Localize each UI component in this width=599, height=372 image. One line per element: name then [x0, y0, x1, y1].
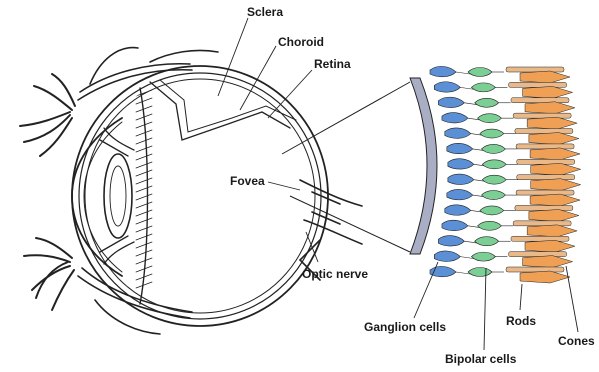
rod-cell: [506, 267, 564, 272]
lens-inner: [110, 166, 126, 226]
ganglion-cell: [445, 205, 471, 215]
bipolar-cell: [471, 252, 495, 261]
ganglion-cell: [445, 128, 471, 138]
rod-cell: [516, 144, 574, 149]
leader-rods: [520, 284, 522, 310]
cone-cell: [527, 225, 577, 237]
label-rods: Rods: [506, 314, 536, 328]
leader-choroid: [240, 46, 276, 110]
cone-cell: [530, 194, 580, 206]
label-cones: Cones: [558, 334, 595, 348]
bipolar-cell: [481, 191, 505, 200]
cone-cell: [530, 148, 580, 160]
ganglion-cell: [442, 113, 468, 123]
retina-outline: [85, 79, 315, 313]
ganglion-cell: [447, 189, 473, 199]
bipolar-cell: [482, 175, 506, 184]
cone-cell: [520, 271, 570, 283]
label-ganglion-cells: Ganglion cells: [364, 320, 446, 334]
bipolar-cell: [482, 160, 506, 169]
bipolar-cell: [481, 144, 505, 153]
bipolar-cell: [471, 83, 495, 92]
rod-cell: [517, 175, 575, 180]
ganglion-cell: [448, 159, 474, 169]
leader-cones: [566, 266, 578, 332]
cone-cell: [529, 133, 579, 145]
ganglion-cell: [438, 97, 464, 107]
label-retina: Retina: [314, 57, 351, 71]
cone-cell: [523, 86, 573, 98]
leader-fovea: [268, 182, 300, 190]
lens: [104, 154, 132, 238]
iris: [100, 128, 134, 264]
label-optic-nerve: Optic nerve: [302, 267, 368, 281]
rod-cell: [509, 252, 567, 257]
cone-cell: [520, 71, 570, 83]
cone-cell: [529, 209, 579, 221]
label-choroid: Choroid: [278, 35, 324, 49]
rod-cell: [511, 236, 569, 241]
label-fovea: Fovea: [230, 174, 265, 188]
cone-cell: [523, 256, 573, 268]
upper-eyelashes: [20, 74, 75, 156]
ganglion-cell: [430, 66, 456, 76]
bipolar-cell: [468, 268, 492, 277]
leader-retina: [268, 70, 312, 118]
leader-bipolar: [484, 268, 486, 350]
cone-cell: [531, 179, 581, 191]
bipolar-cell: [475, 237, 499, 246]
rod-cell: [513, 113, 571, 118]
ganglion-cell: [447, 143, 473, 153]
bipolar-cell: [478, 221, 502, 230]
leader-ganglion: [414, 262, 438, 318]
rod-cell: [516, 190, 574, 195]
ganglion-cell: [438, 236, 464, 246]
ganglion-cell: [434, 251, 460, 261]
rod-cell: [506, 67, 564, 72]
magnify-line-bottom: [290, 196, 410, 252]
rod-cell: [509, 82, 567, 87]
bipolar-cell: [475, 98, 499, 107]
rod-cell: [517, 159, 575, 164]
eye-section: [20, 48, 362, 334]
cone-cell: [531, 163, 581, 175]
rod-cell: [513, 221, 571, 226]
retina-band: [410, 78, 437, 254]
choroid-outline: [79, 73, 321, 319]
bipolar-cell: [480, 129, 504, 138]
label-sclera: Sclera: [247, 5, 283, 19]
retina-cell-layers: [430, 66, 581, 283]
bipolar-cell: [480, 206, 504, 215]
magnify-line-top: [282, 82, 410, 154]
cone-cell: [525, 240, 575, 252]
bipolar-cell: [478, 114, 502, 123]
bipolar-cell: [468, 68, 492, 77]
ganglion-cell: [434, 82, 460, 92]
label-bipolar-cells: Bipolar cells: [445, 352, 516, 366]
rod-cell: [515, 205, 573, 210]
ganglion-cell: [442, 220, 468, 230]
lower-eyelashes: [24, 238, 74, 310]
ganglion-cell: [448, 174, 474, 184]
rod-cell: [515, 129, 573, 134]
cone-cell: [527, 117, 577, 129]
cone-cell: [525, 102, 575, 114]
rod-cell: [511, 98, 569, 103]
